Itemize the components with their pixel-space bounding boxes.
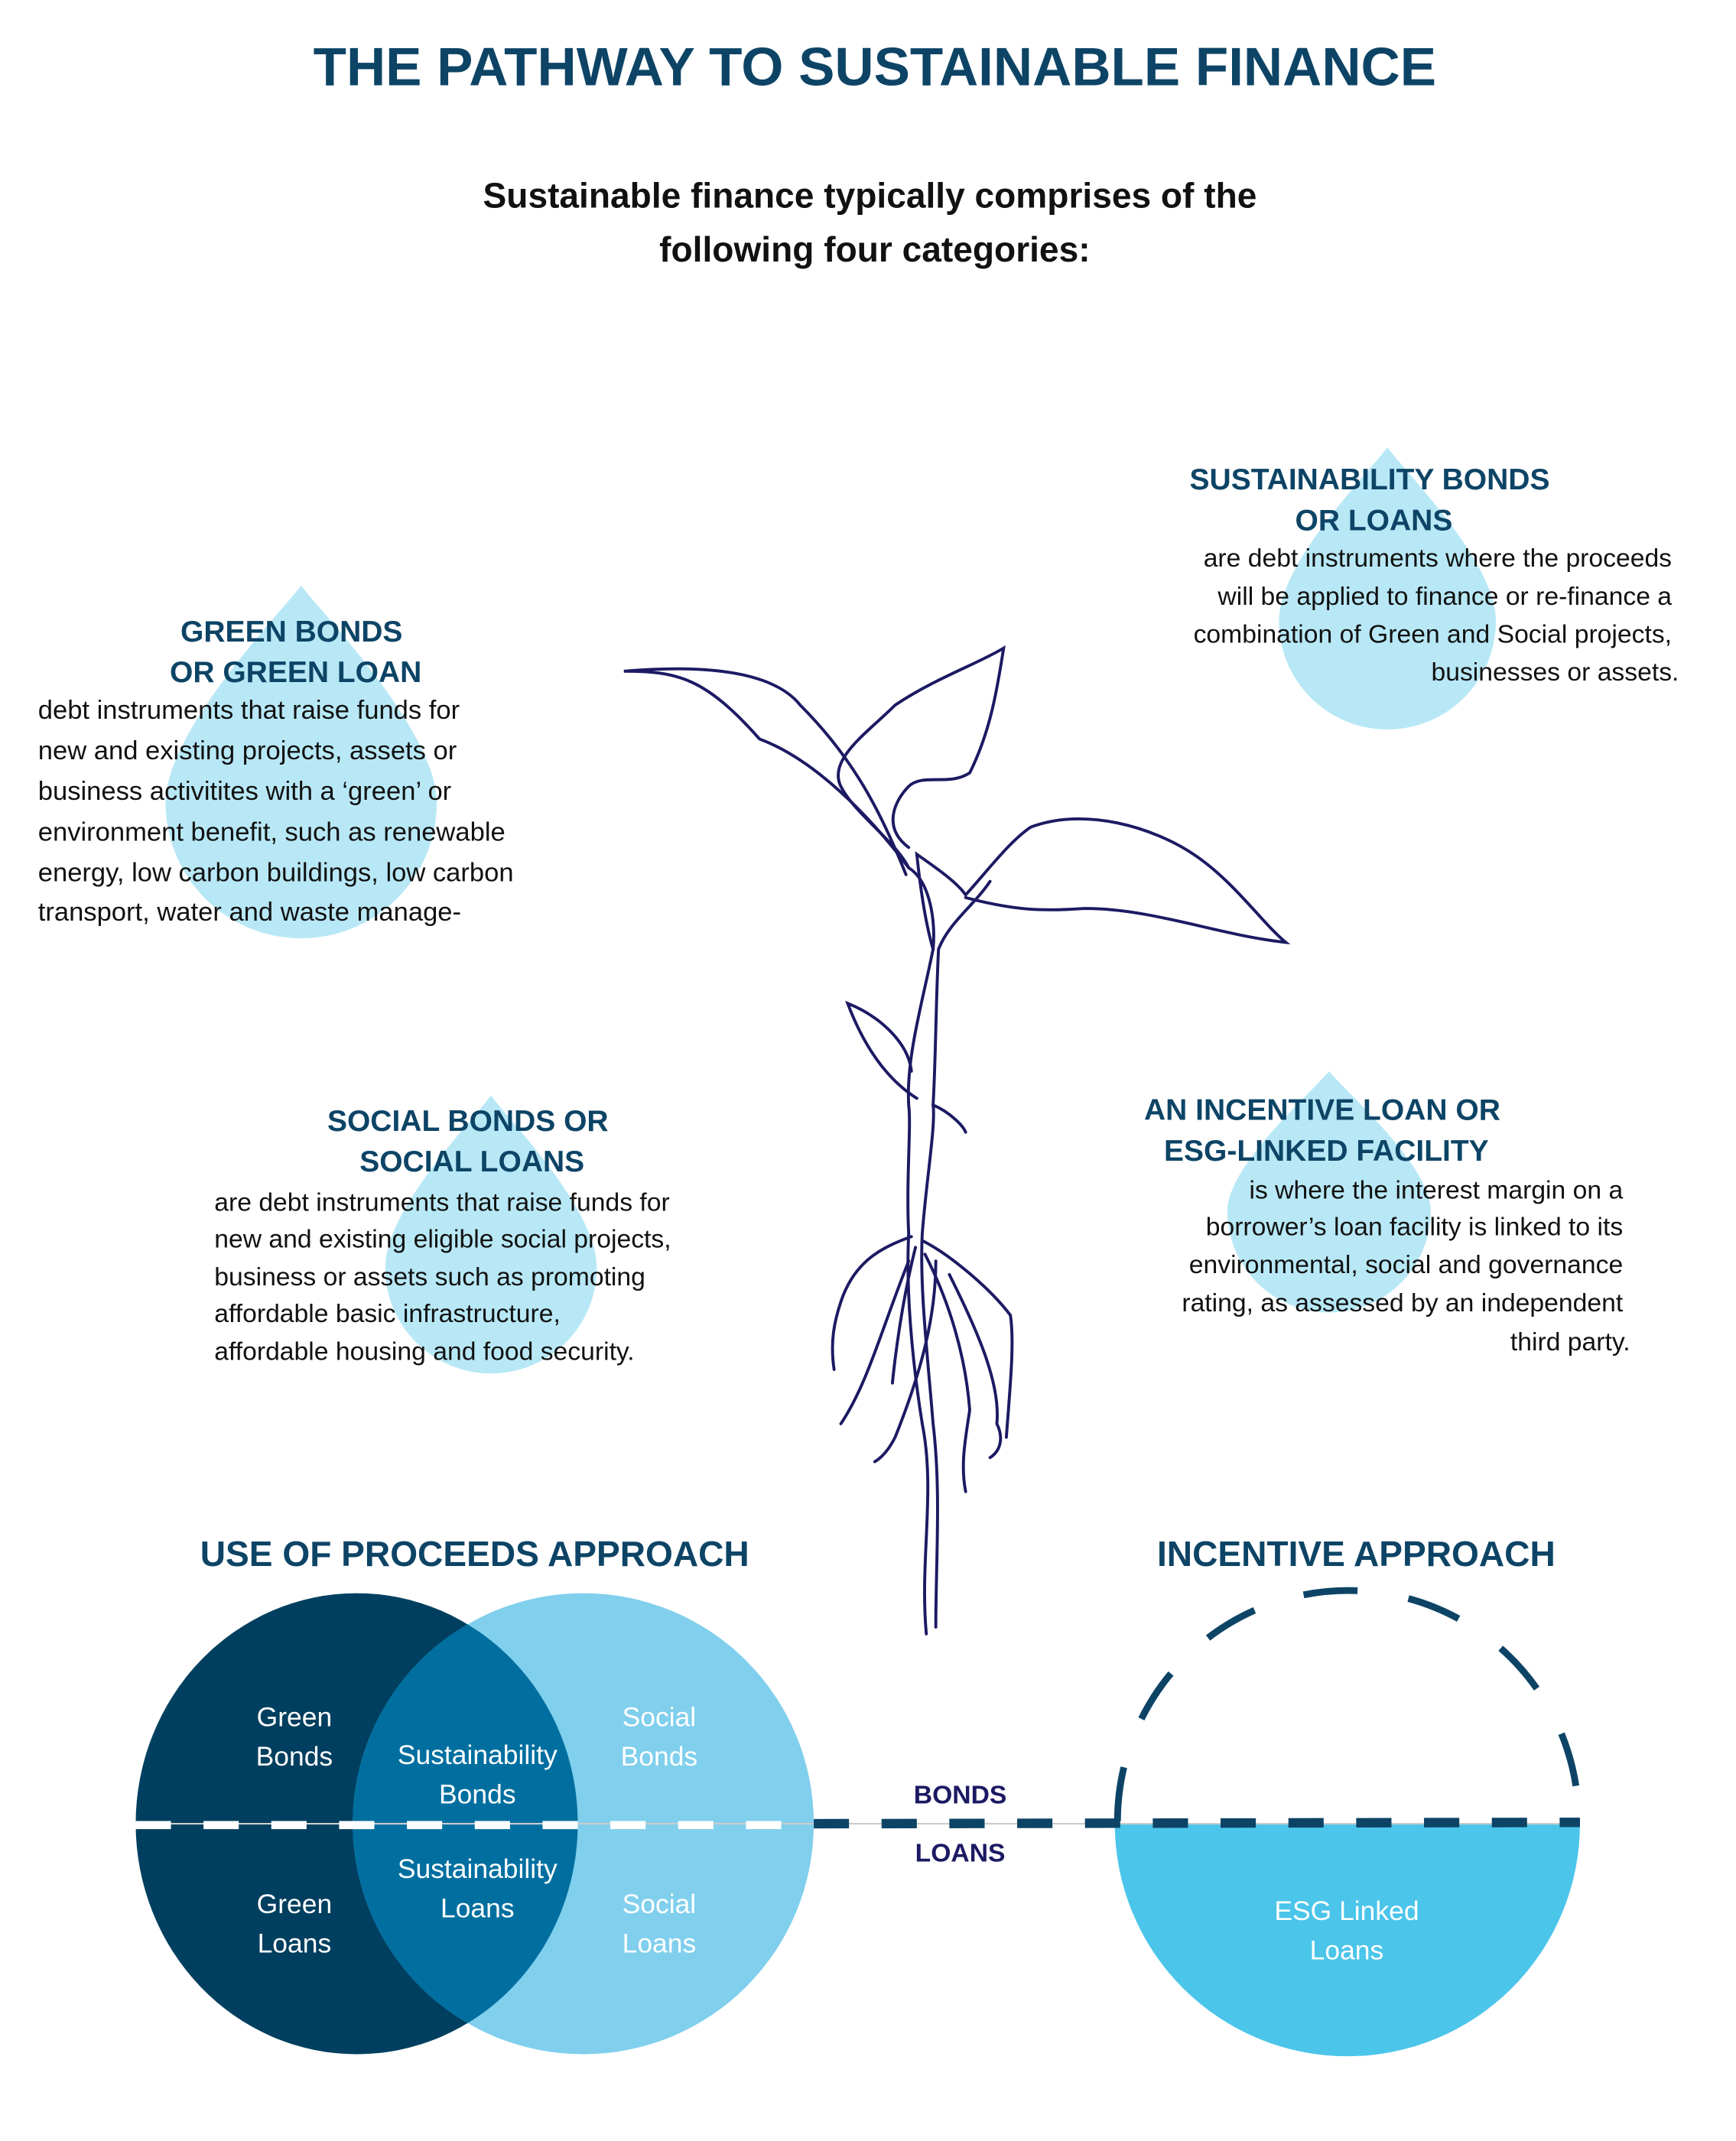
svg-text:SUSTAINABILITY BONDS OR: SUSTAINABILITY BONDS OR LOANS <box>1190 463 1559 537</box>
social-drop-icon <box>385 1095 597 1374</box>
green-bonds-section: GREEN BONDS OR GREEN LOAN debt instrumen… <box>38 616 521 927</box>
svg-text:AN INCENTIVE LOAN OR ESG: AN INCENTIVE LOAN OR ESG-LINKED FACILITY <box>1144 1094 1509 1168</box>
dashed-bonds-arc <box>1113 1587 1582 1821</box>
incentive-drop-icon <box>1227 1070 1431 1313</box>
social-bonds-section: SOCIAL BONDS OR SOCIAL LOANS are debt in… <box>214 1105 678 1366</box>
incentive-loan-section: AN INCENTIVE LOAN OR ESG-LINKED FACILITY… <box>1144 1094 1630 1356</box>
plant-illustration <box>623 645 1291 1636</box>
green-drop-icon <box>165 586 437 939</box>
svg-text:are debt instruments where the: are debt instruments where the proceeds … <box>1194 544 1679 687</box>
svg-text:are debt instruments that rais: are debt instruments that raise funds fo… <box>214 1189 678 1366</box>
esg-linked-half-circle <box>1114 1824 1580 2057</box>
sustainability-drop-icon <box>1279 447 1497 730</box>
sustainability-overlap <box>353 1593 578 2055</box>
divider-dashes-dark <box>814 1818 1580 1829</box>
use-of-proceeds-heading: USE OF PROCEEDS APPROACH <box>200 1534 749 1574</box>
sustainability-bonds-section: SUSTAINABILITY BONDS OR LOANS are debt i… <box>1190 463 1679 687</box>
bonds-label: BONDS <box>914 1781 1007 1809</box>
svg-text:debt instruments that raise fu: debt instruments that raise funds for ne… <box>38 696 521 927</box>
subtitle: Sustainable finance typically comprises … <box>483 175 1267 269</box>
incentive-approach-heading: INCENTIVE APPROACH <box>1157 1534 1556 1574</box>
svg-text:is where the interest margin o: is where the interest margin on a borrow… <box>1182 1177 1630 1357</box>
page-title: THE PATHWAY TO SUSTAINABLE FINANCE <box>314 37 1436 98</box>
loans-label: LOANS <box>915 1840 1006 1868</box>
svg-text:GREEN BONDS OR GREEN LOA: GREEN BONDS OR GREEN LOAN <box>170 616 421 689</box>
svg-text:SOCIAL BONDS OR SOCIAL L: SOCIAL BONDS OR SOCIAL LOANS <box>327 1105 617 1178</box>
